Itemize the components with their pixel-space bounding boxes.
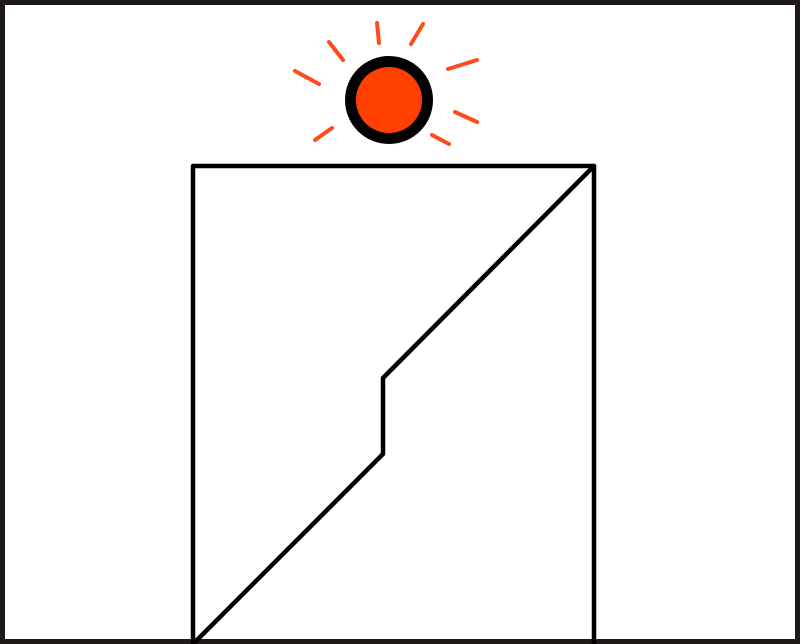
ray-top — [375, 21, 381, 45]
ray-left-top — [293, 69, 321, 86]
door-split-line — [190, 163, 597, 644]
ray-top-right — [409, 22, 425, 46]
light-rays — [293, 21, 479, 146]
door-frame — [190, 163, 597, 644]
ray-right-top — [446, 58, 479, 71]
ray-right-bottom — [453, 110, 479, 124]
ray-top-left — [327, 40, 345, 62]
ray-bottom-right — [430, 133, 451, 146]
illustration-canvas — [190, 21, 597, 644]
alarm-light-inner — [356, 67, 422, 133]
ray-left-bottom — [313, 126, 334, 142]
flashing-alarm-light-icon — [345, 56, 433, 144]
closed-double-door-icon — [190, 163, 597, 644]
